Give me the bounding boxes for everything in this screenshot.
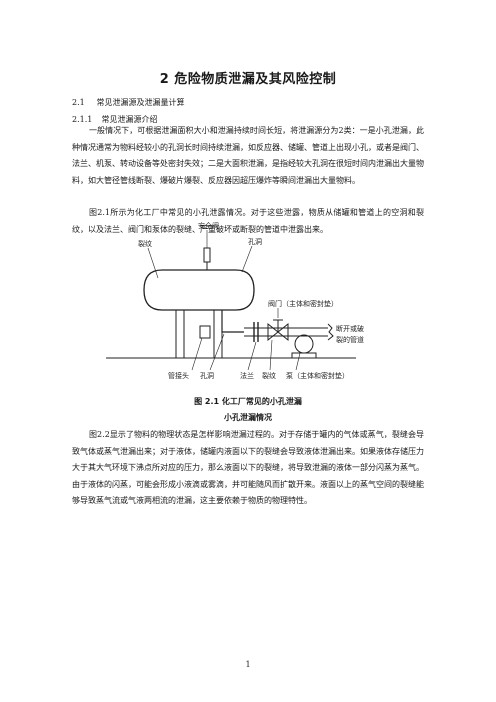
section-title: 常见泄漏源及泄漏量计算 [96,98,185,107]
label-hole-top: 孔洞 [248,237,262,246]
valve-left [267,322,279,342]
page-number: 1 [245,660,251,669]
pump-base [291,352,317,359]
label-crack-left: 裂纹 [138,239,152,248]
section-heading-2-1-1: 2.1.1 常见泄漏源介绍 [72,114,158,125]
valve-right [277,322,289,342]
label-valve: 阀门（主体和密封垫） [268,299,338,308]
figure-caption: 图 2.1 化工厂常见的小孔泄漏 [194,397,302,406]
sub-heading: 小孔泄漏情况 [224,413,272,422]
label-flange: 法兰 [240,371,254,380]
paragraph-2: 图2.1所示为化工厂中常见的小孔泄露情况。对于这些泄露，物质从储罐和管道上的空洞… [72,208,424,234]
outlet-pipe-vertical [221,310,244,333]
section-number: 2.1 [72,98,85,107]
label-crack-bottom: 裂纹 [262,371,276,380]
figure-small-hole-leak-diagram: 安全阀 裂纹 孔洞 阀门（主体和密封垫） [96,210,396,400]
leak-diagram-svg: 安全阀 裂纹 孔洞 阀门（主体和密封垫） [106,221,364,380]
label-fitting: 管接头 [168,371,189,380]
label-broken-pipe-1: 断开或破 [336,324,364,333]
safety-valve-body [203,247,211,263]
tank-support-left [175,309,185,359]
section-title: 常见泄漏源介绍 [101,115,158,124]
paragraph-3: 图2.2显示了物料的物理状态是怎样影响泄漏过程的。对于存储于罐内的气体或蒸气，裂… [72,430,424,505]
section-number: 2.1.1 [72,115,93,124]
chapter-title: 2 危险物质泄漏及其风险控制 [159,72,337,87]
tank-support-right [213,309,223,359]
pump-casing [294,334,314,354]
label-hole-bottom: 孔洞 [200,371,214,380]
paragraph-1: 一般情况下，可根据泄漏面积大小和泄漏持续时间长短，将泄漏源分为2类：一是小孔泄漏… [72,126,424,185]
label-broken-pipe-2: 裂的管道 [336,335,364,344]
pipe-fitting [199,325,211,339]
broken-pipe-end [327,323,334,341]
label-safety-valve: 安全阀 [198,221,219,230]
label-pump: 泵（主体和密封垫） [286,371,349,380]
storage-tank [143,269,255,311]
section-heading-2-1: 2.1 常见泄漏源及泄漏量计算 [72,97,185,108]
